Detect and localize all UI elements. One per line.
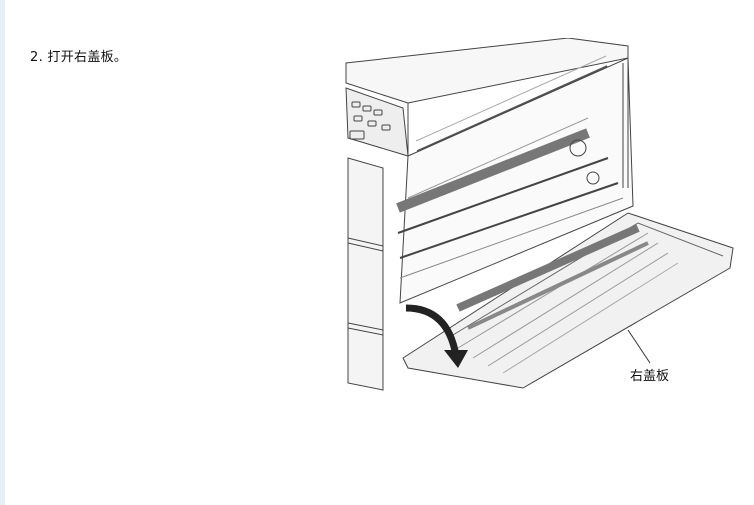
printer-side: [399, 57, 634, 304]
callout-leader-line: [627, 329, 651, 364]
right-cover-open: [402, 212, 734, 389]
right-cover-label: 右盖板: [630, 369, 670, 384]
printer-body-front: [347, 157, 384, 391]
open-direction-arrow-icon: [405, 304, 468, 368]
page-margin-rule: [0, 0, 5, 505]
printer-illustration: [345, 38, 734, 391]
step-instruction: 2. 打开右盖板。: [30, 50, 128, 65]
